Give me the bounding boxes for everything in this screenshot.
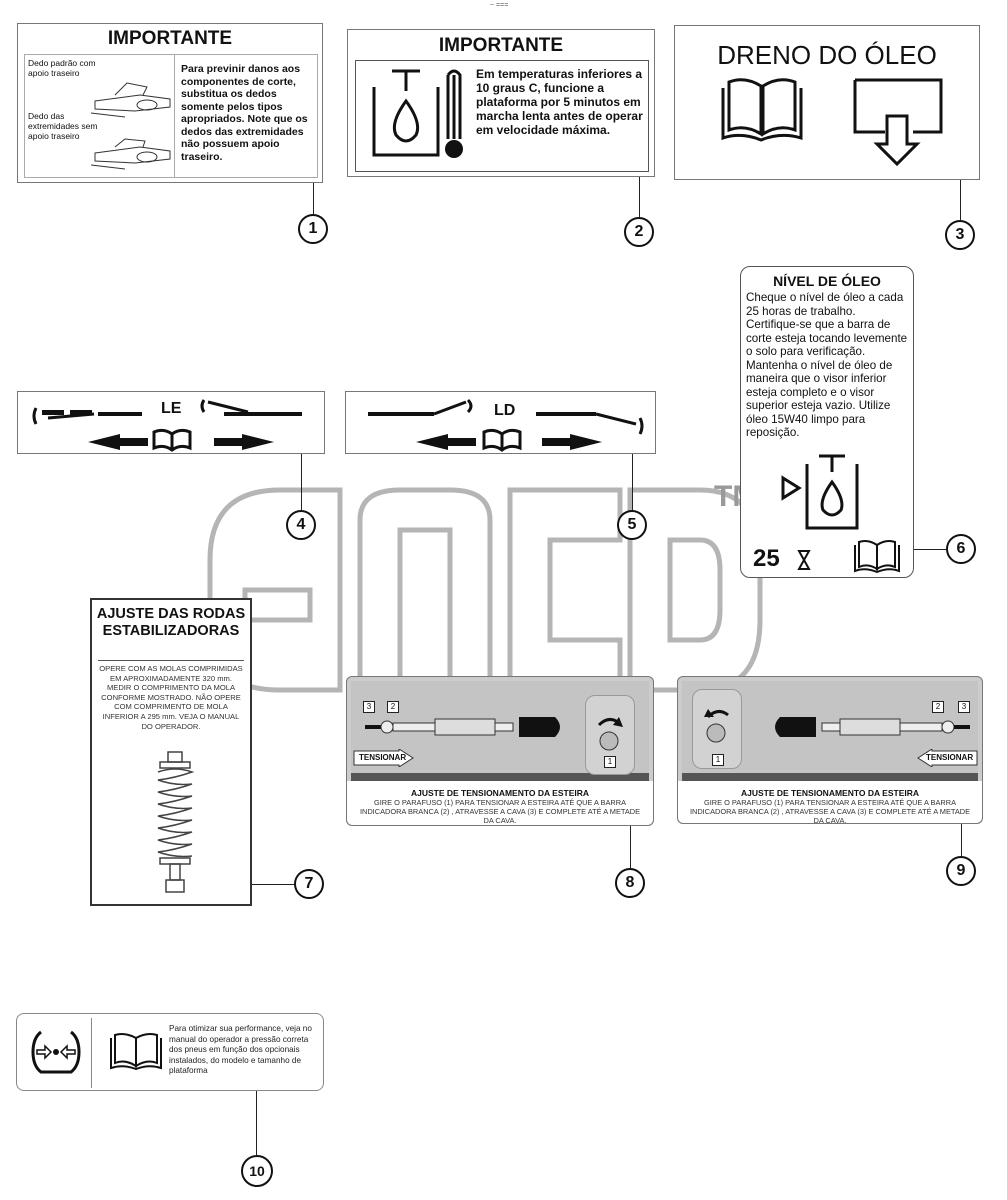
callout-1: 1 [298, 214, 328, 244]
hourglass-icon [797, 550, 811, 570]
label-9-text: GIRE O PARAFUSO (1) PARA TENSIONAR A EST… [689, 798, 971, 825]
label-5-right-side: LD [345, 391, 656, 454]
label-2-title: IMPORTANTE [438, 35, 564, 56]
tag-1: 1 [712, 754, 724, 766]
label-2-inner: Em temperaturas inferiores a 10 graus C,… [355, 60, 649, 172]
label-8-track-tension: 3 2 TENSIONAR 1 AJUSTE DE TENSIONAMENTO … [346, 676, 654, 826]
tension-rod-illustration [365, 717, 560, 737]
label-1-text: Para previnir danos aos componentes de c… [181, 63, 308, 163]
label-7-text: OPERE COM AS MOLAS COMPRIMIDAS EM APROXI… [99, 664, 243, 731]
tag-2: 2 [387, 701, 399, 713]
tire-pressure-icon [31, 1030, 81, 1074]
callout-10: 10 [241, 1155, 273, 1187]
callout-8: 8 [615, 868, 645, 898]
tension-arrow-right [353, 749, 414, 767]
label-10-tire-pressure: Para otimizar sua performance, veja no m… [16, 1013, 324, 1091]
finger-guard-illustration [90, 82, 171, 170]
label-8-text: GIRE O PARAFUSO (1) PARA TENSIONAR A EST… [359, 798, 641, 825]
label-2-text: Em temperaturas inferiores a 10 graus C,… [476, 67, 643, 137]
watermark-logo [207, 487, 763, 693]
tension-rod-illustration [775, 717, 970, 737]
label-7-title: AJUSTE DAS RODAS ESTABILIZADORAS [96, 606, 246, 639]
label-6-title: NÍVEL DE ÓLEO [773, 273, 881, 289]
left-side-diagram [32, 399, 302, 452]
label-2-warmup: IMPORTANTE Em temperaturas inferiores a … [347, 29, 655, 177]
callout-9: 9 [946, 856, 976, 886]
label-7-stabilizer-wheels: AJUSTE DAS RODAS ESTABILIZADORAS OPERE C… [90, 598, 252, 906]
label-4-left-side: LE [17, 391, 325, 454]
tag-3: 3 [363, 701, 375, 713]
label-9-title: AJUSTE DE TENSIONAMENTO DA ESTEIRA [740, 788, 920, 798]
bolt-rotation-icon [704, 709, 729, 743]
label-1-title: IMPORTANTE [107, 28, 233, 49]
right-side-diagram [368, 398, 644, 452]
oil-level-icon [781, 454, 859, 530]
label-1-caption-standard: Dedo padrão com apoio traseiro [28, 58, 96, 78]
label-6-oil-level: NÍVEL DE ÓLEO Cheque o nível de óleo a c… [740, 266, 914, 578]
tag-1: 1 [604, 756, 616, 768]
label-6-hours: 25 [753, 545, 780, 572]
label-1-caption-ends: Dedo das extremidades sem apoio traseiro [28, 111, 98, 141]
tag-3: 3 [958, 701, 970, 713]
top-mark: ~ === [490, 2, 509, 9]
manual-book-icon [854, 540, 900, 574]
book-icon [721, 78, 803, 142]
callout-6: 6 [946, 534, 976, 564]
callout-4: 4 [286, 510, 316, 540]
label-9-track-tension: 1 2 3 TENSIONAR AJUSTE DE TENSIONAMENTO … [677, 676, 983, 825]
callout-3: 3 [945, 220, 975, 250]
tension-arrow-left [917, 749, 978, 767]
label-4-text: LE [161, 400, 182, 417]
callout-5: 5 [617, 510, 647, 540]
label-3-title: DRENO DO ÓLEO [717, 40, 937, 70]
manual-book-icon [110, 1033, 162, 1071]
label-8-title: AJUSTE DE TENSIONAMENTO DA ESTEIRA [410, 788, 590, 798]
callout-7: 7 [294, 869, 324, 899]
tag-2: 2 [932, 701, 944, 713]
oil-temperature-icon [372, 69, 463, 158]
label-9-arrow-label: TENSIONAR [926, 753, 974, 762]
spring-shock-illustration [157, 751, 195, 893]
bolt-rotation-icon [597, 717, 623, 751]
callout-2: 2 [624, 217, 654, 247]
label-6-text: Cheque o nível de óleo a cada 25 horas d… [746, 291, 908, 439]
label-1-inner: Dedo padrão com apoio traseiro Dedo das … [24, 54, 318, 178]
label-5-text: LD [494, 402, 516, 419]
label-1-fingers: IMPORTANTE Dedo padrão com apoio traseir… [17, 23, 323, 183]
drain-arrow-icon [853, 78, 943, 167]
label-3-oil-drain: DRENO DO ÓLEO [674, 25, 980, 180]
label-10-text: Para otimizar sua performance, veja no m… [169, 1024, 312, 1076]
label-8-arrow-label: TENSIONAR [359, 753, 407, 762]
